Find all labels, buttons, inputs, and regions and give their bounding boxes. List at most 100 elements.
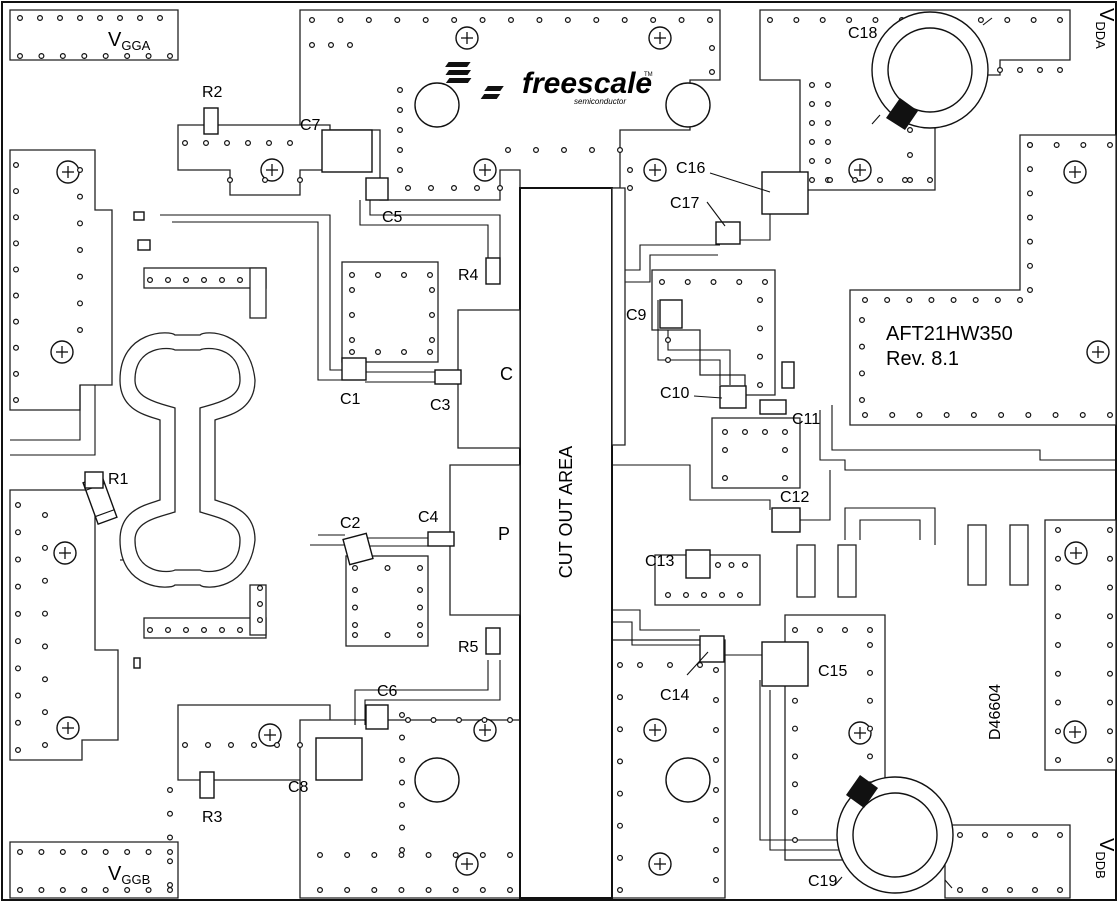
via-dot	[1106, 756, 1113, 763]
via-dot	[349, 337, 356, 344]
via-dot	[756, 297, 763, 304]
via-dot	[712, 726, 719, 733]
via-dot	[916, 412, 923, 419]
via-dot	[650, 17, 657, 24]
ref-r5: R5	[458, 639, 479, 656]
via-dot	[981, 886, 988, 893]
via-dot	[165, 277, 172, 284]
via-dot	[876, 177, 883, 184]
via-dot	[564, 17, 571, 24]
via-dot	[981, 831, 988, 838]
ref-r1: R1	[108, 471, 129, 488]
via-dot	[808, 100, 815, 107]
via-dot	[427, 272, 434, 279]
mount-hole	[414, 82, 460, 128]
carrier-pin-box	[457, 309, 521, 449]
via-dot	[841, 626, 848, 633]
via-dot	[349, 287, 356, 294]
via-dot	[399, 734, 406, 741]
via-dot	[219, 626, 226, 633]
via-dot	[781, 429, 788, 436]
via-dot	[906, 126, 913, 133]
vggb-label: VGGB	[108, 863, 150, 887]
vdda-label: VDDA	[1093, 8, 1117, 49]
via-dot	[76, 327, 83, 334]
via-dot	[1106, 699, 1113, 706]
via-dot	[741, 561, 748, 568]
via-dot	[712, 876, 719, 883]
via-dot	[257, 584, 264, 591]
via-dot	[712, 816, 719, 823]
c7-body	[321, 129, 373, 173]
via-array	[13, 15, 1113, 893]
via-dot	[1054, 728, 1061, 735]
via-dot	[371, 851, 378, 858]
via-dot	[761, 429, 768, 436]
screw-terminal-icon	[56, 716, 80, 740]
via-dot	[906, 177, 913, 184]
via-dot	[417, 564, 424, 571]
via-dot	[858, 317, 865, 324]
c1-body	[341, 357, 367, 381]
c5-body	[365, 177, 389, 201]
via-dot	[257, 616, 264, 623]
via-dot	[394, 17, 401, 24]
via-dot	[593, 17, 600, 24]
via-dot	[417, 621, 424, 628]
via-dot	[866, 725, 873, 732]
via-dot	[1054, 584, 1061, 591]
ref-c6: C6	[377, 683, 398, 700]
pad-d1	[967, 524, 987, 586]
via-dot	[906, 152, 913, 159]
via-dot	[791, 626, 798, 633]
via-dot	[417, 631, 424, 638]
via-dot	[429, 337, 436, 344]
via-dot	[13, 266, 20, 273]
output-via-block-mid	[711, 417, 801, 489]
via-dot	[1025, 412, 1032, 419]
via-dot	[1004, 17, 1011, 24]
via-dot	[926, 177, 933, 184]
via-dot	[145, 886, 152, 893]
logo-mark-icon	[445, 62, 504, 99]
via-dot	[708, 68, 715, 75]
via-dot	[824, 100, 831, 107]
c8-body	[315, 737, 363, 781]
via-dot	[808, 119, 815, 126]
via-dot	[824, 81, 831, 88]
via-dot	[714, 561, 721, 568]
via-dot	[712, 696, 719, 703]
output-pad-strip	[611, 187, 626, 446]
via-dot	[712, 666, 719, 673]
via-dot	[76, 220, 83, 227]
via-dot	[928, 297, 935, 304]
via-dot	[1016, 297, 1023, 304]
via-dot	[76, 193, 83, 200]
via-dot	[616, 694, 623, 701]
via-dot	[616, 661, 623, 668]
via-dot	[678, 17, 685, 24]
left-lower-ground	[9, 489, 119, 761]
via-dot	[15, 719, 22, 726]
freescale-logo: freescale TM semiconductor	[445, 62, 653, 106]
right-lower-plane	[1044, 519, 1117, 771]
ref-c15: C15	[818, 663, 847, 680]
via-dot	[167, 848, 174, 855]
via-dot	[349, 312, 356, 319]
via-dot	[616, 822, 623, 829]
via-dot	[621, 17, 628, 24]
via-dot	[352, 621, 359, 628]
mount-hole	[665, 82, 711, 128]
via-dot	[13, 318, 20, 325]
via-dot	[616, 726, 623, 733]
via-dot	[861, 297, 868, 304]
via-dot	[81, 886, 88, 893]
reference-designators: R1 R2 R3 R4 R5 C1 C2 C3 C4 C5 C6 C7 C8 C…	[108, 25, 877, 890]
via-dot	[1054, 699, 1061, 706]
via-dot	[266, 140, 273, 147]
via-dot	[866, 697, 873, 704]
via-dot	[397, 167, 404, 174]
via-dot	[429, 312, 436, 319]
mount-hole	[414, 757, 460, 803]
